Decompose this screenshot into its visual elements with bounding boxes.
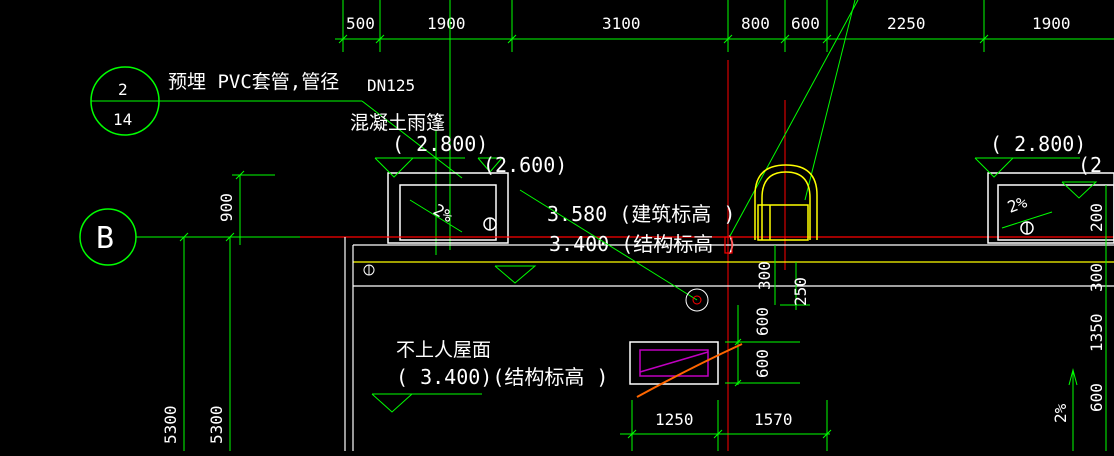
top-dimension-chain <box>335 0 1114 52</box>
bottom-dim-1: 1250 <box>655 410 694 429</box>
top-dim-3: 3100 <box>602 14 641 33</box>
canopy-mid-elevation: (2.600) <box>483 153 567 177</box>
pipe-sleeve-note: 预埋 PVC套管,管径 <box>168 71 339 93</box>
canopy-label: 混凝土雨篷 <box>350 112 445 134</box>
top-dim-6: 2250 <box>887 14 926 33</box>
drain-line <box>636 343 743 398</box>
detail-number: 2 <box>118 80 128 99</box>
right-dim-600: 600 <box>1087 383 1106 412</box>
center-dim-250: 250 <box>791 277 810 306</box>
roof-edge-lines <box>344 237 1114 451</box>
structural-elevation: 3.400 (结构标高 ) <box>549 232 737 256</box>
slope-far-right: 2% <box>1051 403 1070 423</box>
top-dim-1: 500 <box>346 14 375 33</box>
left-dim-900: 900 <box>217 193 236 222</box>
right-canopy <box>987 172 1114 244</box>
axis-label-b: B <box>96 221 114 256</box>
detail-sheet: 14 <box>113 110 132 129</box>
vertical-guides <box>435 0 451 255</box>
roof-note-elevation: ( 3.400)(结构标高 ) <box>396 365 608 389</box>
slope-left: 2% <box>430 200 457 226</box>
left-canopy-level-marks <box>374 157 504 233</box>
roof-equipment <box>629 341 719 385</box>
left-dim-lines <box>179 170 275 451</box>
top-dim-7: 1900 <box>1032 14 1071 33</box>
slope-right: 2% <box>1005 192 1030 217</box>
pipe-size: DN125 <box>367 76 415 95</box>
center-dim-300: 300 <box>755 261 774 290</box>
roof-note-title: 不上人屋面 <box>396 339 491 361</box>
top-dim-4: 800 <box>741 14 770 33</box>
red-marker <box>724 236 733 254</box>
left-dim-5300b: 5300 <box>207 405 226 444</box>
left-dim-5300a: 5300 <box>161 405 180 444</box>
detail-callout-symbol <box>90 66 463 179</box>
bottom-dim-lines <box>620 400 832 451</box>
elevation-leader <box>519 189 709 312</box>
right-dim-200: 200 <box>1087 203 1106 232</box>
roof-edge-markers <box>363 264 537 284</box>
top-dim-2: 1900 <box>427 14 466 33</box>
center-dim-600b: 600 <box>753 349 772 378</box>
bottom-dim-2: 1570 <box>754 410 793 429</box>
architectural-elevation: 3.580 (建筑标高 ) <box>547 202 735 226</box>
left-canopy <box>387 172 509 244</box>
far-right-slope-arrow <box>1068 368 1078 451</box>
roof-vent-yellow <box>754 164 818 241</box>
canopy-left-elevation: ( 2.800) <box>392 132 488 156</box>
right-dim-300: 300 <box>1087 263 1106 292</box>
top-dim-5: 600 <box>791 14 820 33</box>
axis-vertical-red <box>727 60 786 451</box>
canopy-right-elevation: ( 2.800) <box>990 132 1086 156</box>
center-dim-600a: 600 <box>753 307 772 336</box>
right-dim-1350: 1350 <box>1087 313 1106 352</box>
canopy-far-right-elevation: (2 <box>1078 153 1102 177</box>
right-canopy-level-marks <box>974 157 1098 229</box>
diagonal-leaders <box>729 0 859 237</box>
roof-level-mark <box>371 393 482 413</box>
